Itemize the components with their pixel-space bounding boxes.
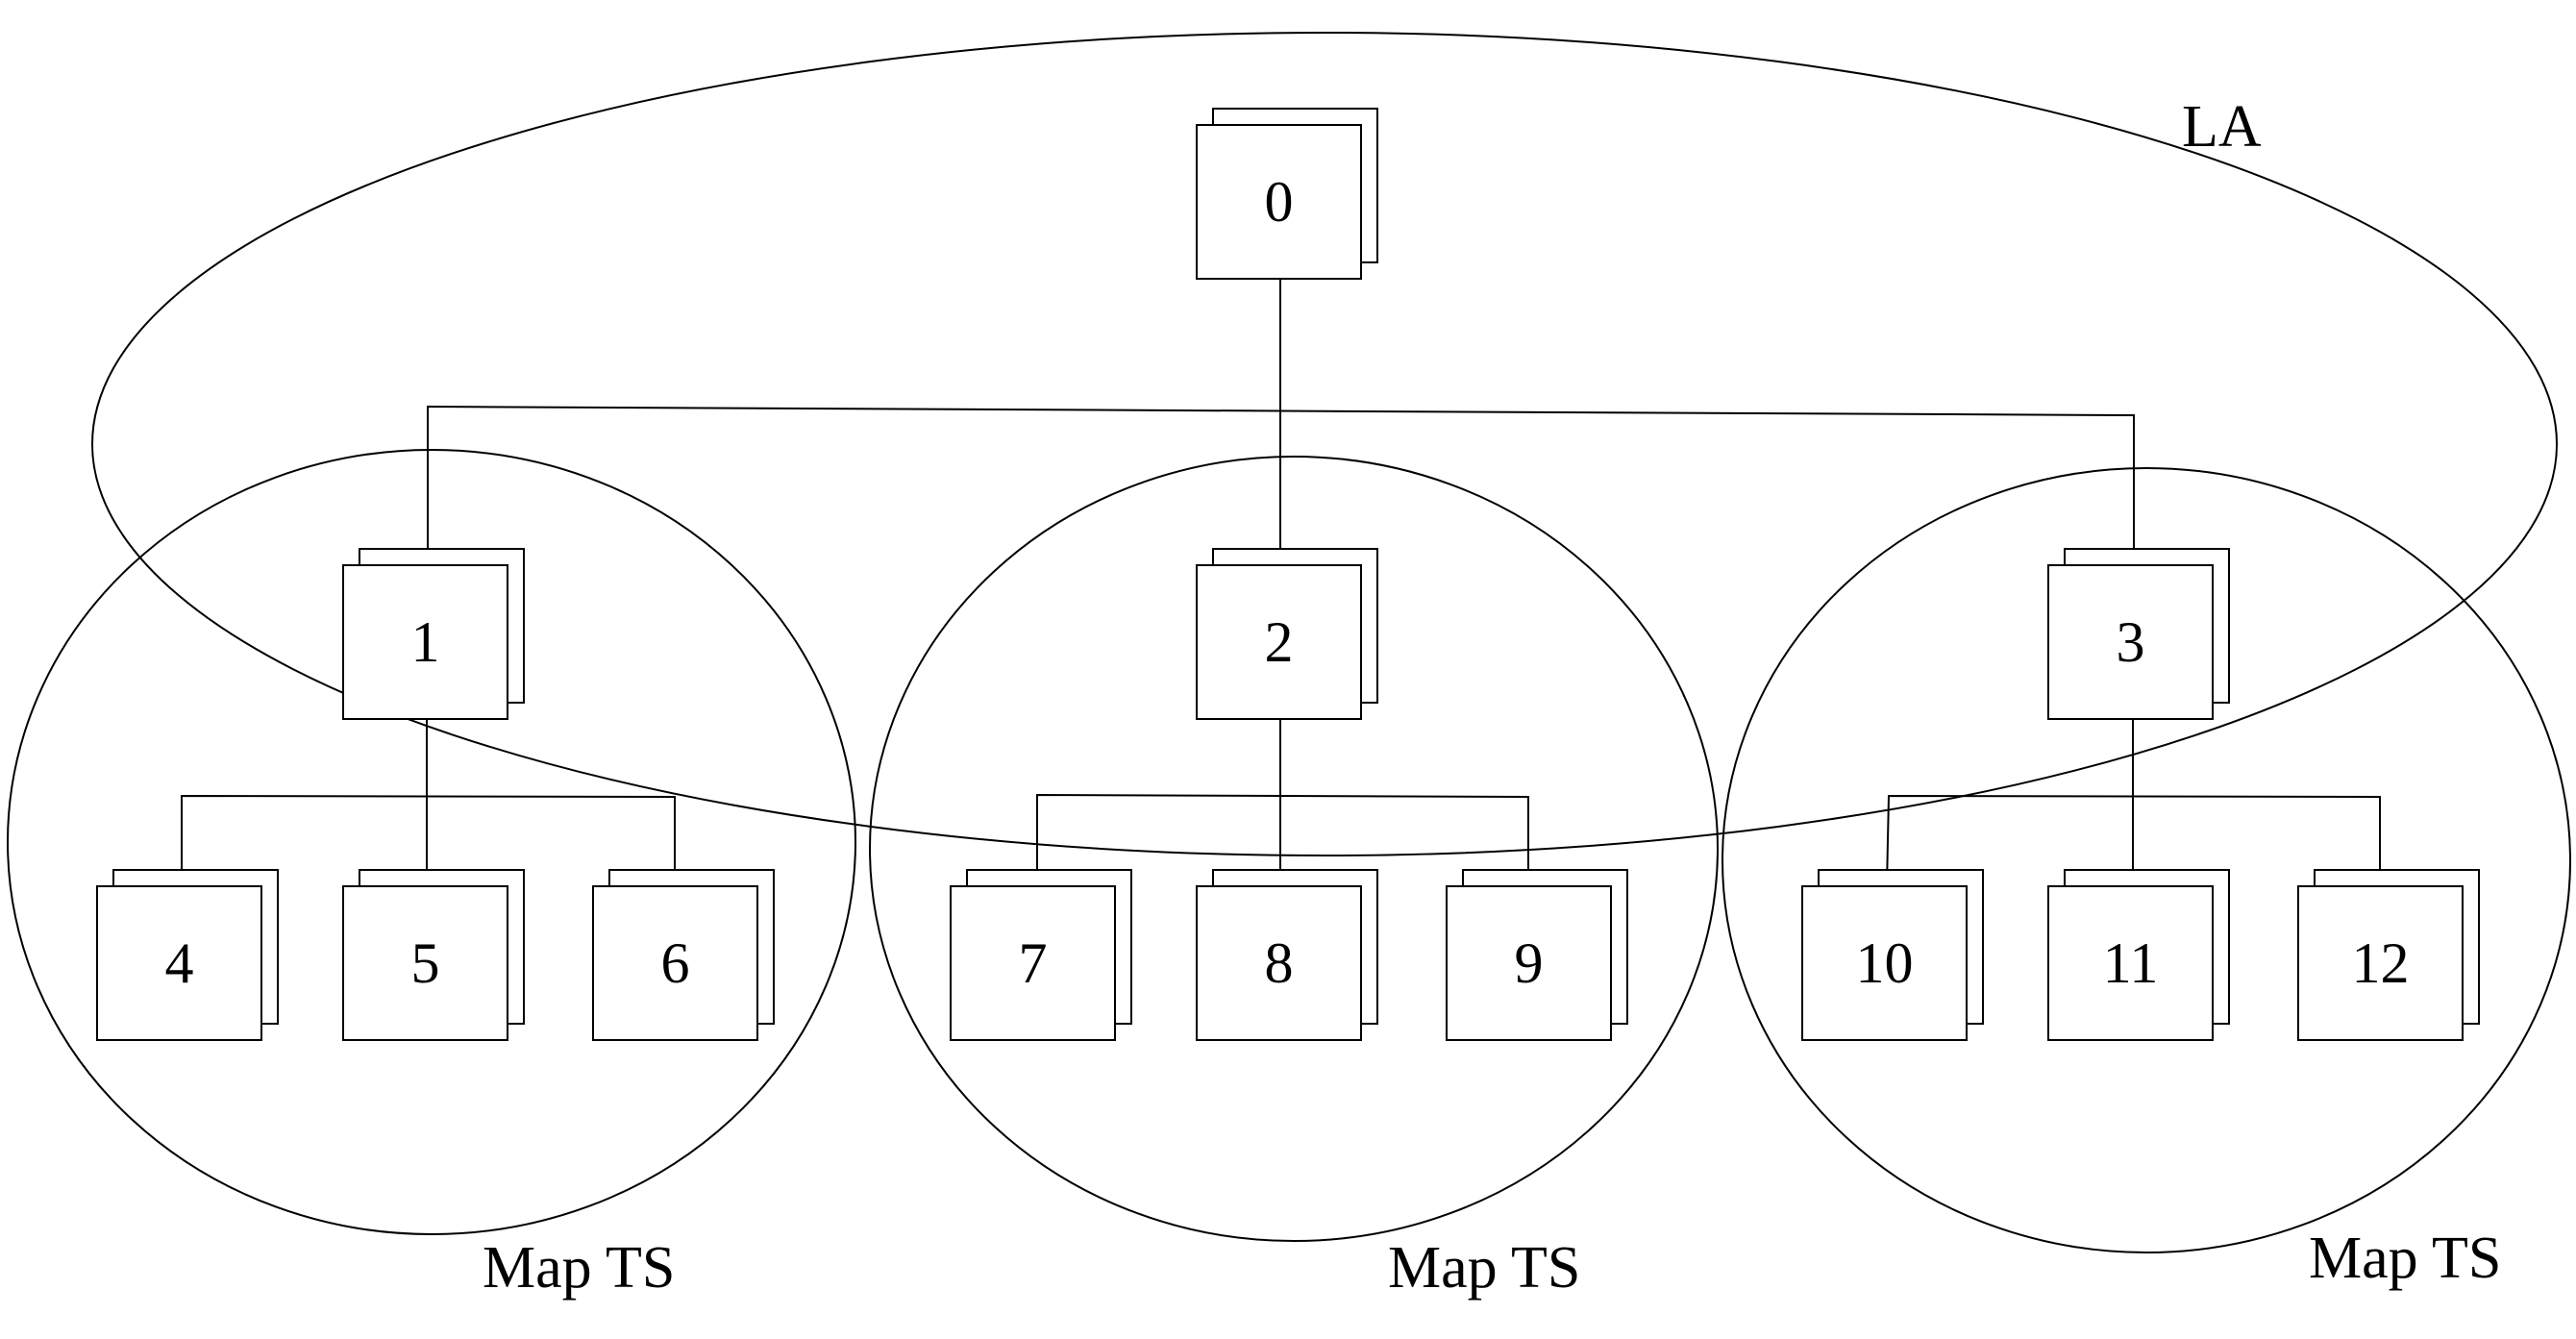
- region-label-ts2: Map TS: [1388, 1235, 1580, 1301]
- region-ellipse-ts1: [7, 449, 856, 1235]
- node-label: 8: [1265, 931, 1294, 995]
- node-2: 2: [1196, 548, 1378, 720]
- region-label-ts1: Map TS: [483, 1235, 675, 1301]
- node-10: 10: [1801, 869, 1984, 1041]
- node-label: 10: [1856, 931, 1914, 995]
- node-front-card: [1446, 885, 1612, 1041]
- edge-2-bus: [1036, 793, 1529, 886]
- node-label: 9: [1515, 931, 1544, 995]
- node-front-card: [2047, 564, 2214, 720]
- node-3: 3: [2047, 548, 2230, 720]
- region-ellipse-ts2: [869, 456, 1719, 1242]
- node-5: 5: [342, 869, 525, 1041]
- node-front-card: [1801, 885, 1968, 1041]
- node-6: 6: [592, 869, 775, 1041]
- node-label: 11: [2103, 931, 2159, 995]
- node-front-card: [950, 885, 1116, 1041]
- node-12: 12: [2297, 869, 2480, 1041]
- node-label: 3: [2117, 610, 2145, 674]
- region-ellipse-la: [91, 32, 2558, 856]
- node-front-card: [2297, 885, 2464, 1041]
- node-label: 5: [411, 931, 440, 995]
- node-4: 4: [96, 869, 279, 1041]
- node-label: 7: [1019, 931, 1048, 995]
- node-front-card: [2047, 885, 2214, 1041]
- node-front-card: [342, 885, 508, 1041]
- node-9: 9: [1446, 869, 1628, 1041]
- connectors: [181, 280, 2381, 887]
- node-label: 6: [661, 931, 690, 995]
- node-0: 0: [1196, 108, 1378, 280]
- node-label: 12: [2352, 931, 2410, 995]
- node-front-card: [342, 564, 508, 720]
- node-1: 1: [342, 548, 525, 720]
- node-front-card: [1196, 124, 1362, 280]
- node-11: 11: [2047, 869, 2230, 1041]
- region-label-ts3: Map TS: [2309, 1226, 2501, 1291]
- node-label: 1: [411, 610, 440, 674]
- node-8: 8: [1196, 869, 1378, 1041]
- node-front-card: [1196, 885, 1362, 1041]
- edge-3-bus: [1886, 794, 2381, 887]
- region-ellipse-ts3: [1721, 467, 2571, 1253]
- node-label: 2: [1265, 610, 1294, 674]
- edge-0-bus: [427, 405, 2135, 564]
- node-front-card: [1196, 564, 1362, 720]
- node-front-card: [592, 885, 758, 1041]
- edge-1-bus: [181, 794, 676, 886]
- node-label: 4: [165, 931, 194, 995]
- node-7: 7: [950, 869, 1132, 1041]
- region-label-la: LA: [2182, 94, 2262, 160]
- node-label: 0: [1265, 170, 1294, 234]
- node-front-card: [96, 885, 262, 1041]
